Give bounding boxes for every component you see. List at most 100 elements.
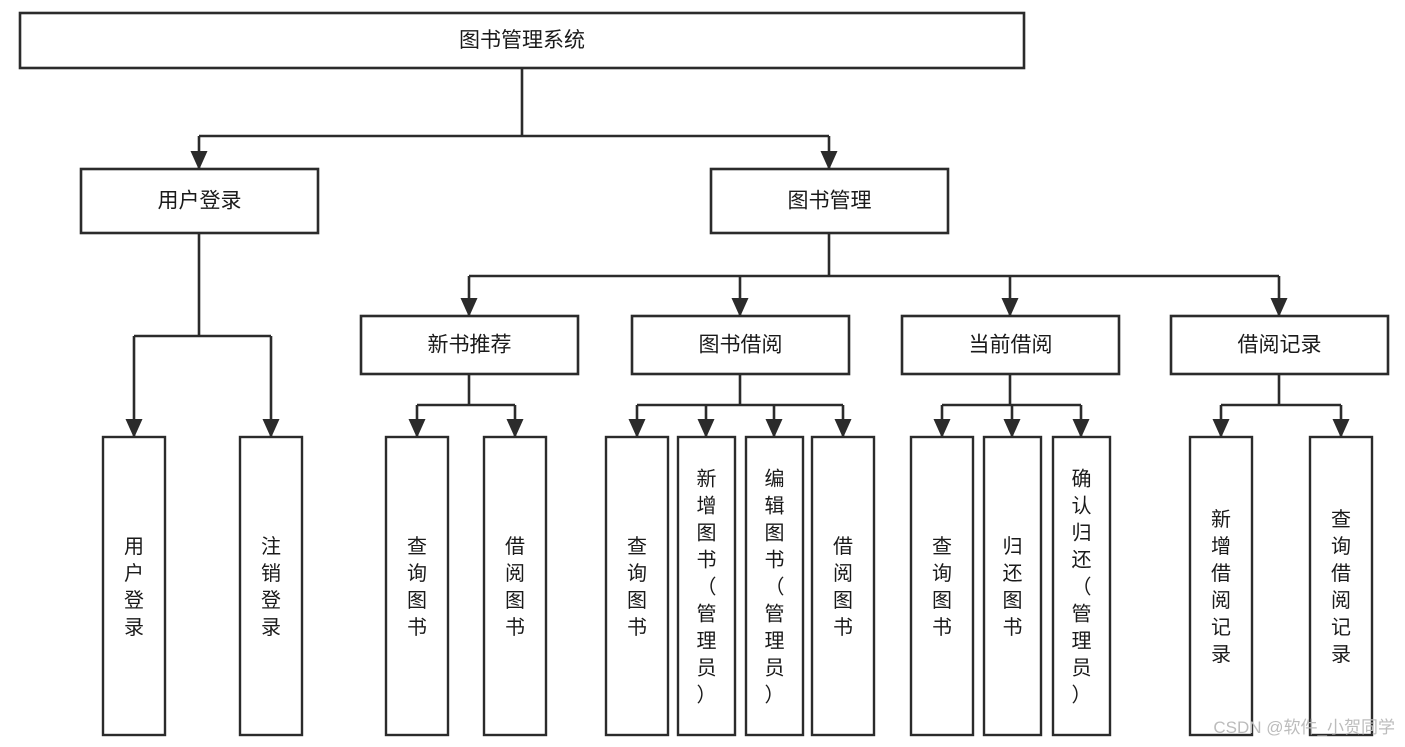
svg-text:图: 图 — [1003, 590, 1023, 612]
node-label: 图书管理系统 — [459, 29, 585, 52]
svg-text:新: 新 — [697, 468, 717, 491]
arrow-head-icon — [820, 151, 838, 170]
node-label: 图书借阅 — [699, 334, 783, 357]
svg-text:书: 书 — [407, 616, 427, 639]
edge-bookmanage-to-level2 — [460, 233, 1288, 317]
svg-text:）: ） — [765, 684, 785, 707]
arrow-head-icon — [834, 419, 852, 438]
svg-text:增: 增 — [1211, 535, 1231, 558]
svg-text:查: 查 — [932, 535, 952, 558]
svg-text:认: 认 — [1072, 495, 1092, 518]
arrow-head-icon — [408, 419, 426, 438]
svg-text:）: ） — [697, 684, 717, 707]
edge-borrow-to-leaves — [628, 374, 852, 438]
svg-text:管: 管 — [697, 603, 717, 626]
node-label: 新书推荐 — [428, 334, 512, 357]
svg-text:图: 图 — [407, 590, 427, 612]
svg-text:询: 询 — [627, 562, 647, 585]
node-root[interactable]: 图书管理系统 — [18, 11, 1026, 70]
svg-text:归: 归 — [1003, 535, 1023, 558]
svg-text:图: 图 — [697, 523, 717, 545]
csdn-watermark: CSDN @软件_小贺同学 — [1213, 718, 1395, 737]
connector-layer — [125, 68, 1350, 438]
svg-text:增: 增 — [697, 495, 717, 518]
svg-text:销: 销 — [261, 562, 281, 585]
edge-record-to-leaves — [1212, 374, 1350, 438]
svg-text:书: 书 — [765, 549, 785, 572]
node-leaf-user-login[interactable]: 用户登录 — [101, 435, 167, 737]
edge-recommend-to-leaves — [408, 374, 524, 438]
arrow-head-icon — [933, 419, 951, 438]
svg-text:借: 借 — [505, 535, 525, 558]
svg-text:（: （ — [765, 576, 785, 599]
arrow-head-icon — [1332, 419, 1350, 438]
svg-text:阅: 阅 — [1211, 589, 1231, 612]
arrow-head-icon — [262, 419, 280, 438]
svg-text:管: 管 — [765, 603, 785, 626]
node-book-manage[interactable]: 图书管理 — [709, 167, 950, 235]
node-new-book-recommend[interactable]: 新书推荐 — [359, 314, 580, 376]
node-box — [482, 435, 548, 737]
node-book-borrow[interactable]: 图书借阅 — [630, 314, 851, 376]
svg-text:录: 录 — [1331, 644, 1351, 666]
svg-text:录: 录 — [261, 617, 281, 639]
node-user-login[interactable]: 用户登录 — [79, 167, 320, 235]
svg-text:询: 询 — [932, 562, 952, 585]
arrow-head-icon — [1270, 298, 1288, 317]
node-box — [630, 314, 851, 376]
node-label: 图书管理 — [788, 190, 872, 213]
arrow-head-icon — [628, 419, 646, 438]
svg-text:查: 查 — [627, 535, 647, 558]
arrow-head-icon — [1072, 419, 1090, 438]
svg-text:查: 查 — [407, 535, 427, 558]
svg-text:户: 户 — [124, 562, 144, 585]
svg-text:借: 借 — [1331, 562, 1351, 585]
svg-text:书: 书 — [697, 549, 717, 572]
svg-text:录: 录 — [124, 617, 144, 639]
watermark-layer: CSDN @软件_小贺同学 — [1213, 718, 1395, 737]
svg-text:录: 录 — [1211, 644, 1231, 666]
svg-text:归: 归 — [1072, 522, 1092, 545]
node-box — [101, 435, 167, 737]
node-box — [18, 11, 1026, 70]
svg-text:书: 书 — [932, 616, 952, 639]
node-borrow-record[interactable]: 借阅记录 — [1169, 314, 1390, 376]
node-box — [909, 435, 975, 737]
node-current-borrow[interactable]: 当前借阅 — [900, 314, 1121, 376]
svg-text:图: 图 — [932, 590, 952, 612]
svg-text:借: 借 — [1211, 562, 1231, 585]
svg-text:新: 新 — [1211, 508, 1231, 531]
arrow-head-icon — [1001, 298, 1019, 317]
node-label: 借阅记录 — [1238, 334, 1322, 357]
svg-text:管: 管 — [1072, 603, 1092, 626]
node-box — [79, 167, 320, 235]
arrow-head-icon — [765, 419, 783, 438]
node-layer: 图书管理系统用户登录图书管理新书推荐图书借阅当前借阅借阅记录用户登录注销登录查询… — [18, 11, 1390, 737]
svg-text:编: 编 — [765, 468, 785, 491]
svg-text:（: （ — [697, 576, 717, 599]
svg-text:员: 员 — [1072, 658, 1092, 680]
node-box — [1308, 435, 1374, 737]
node-box — [604, 435, 670, 737]
svg-text:图: 图 — [765, 523, 785, 545]
arrow-head-icon — [190, 151, 208, 170]
svg-text:记: 记 — [1211, 616, 1231, 639]
